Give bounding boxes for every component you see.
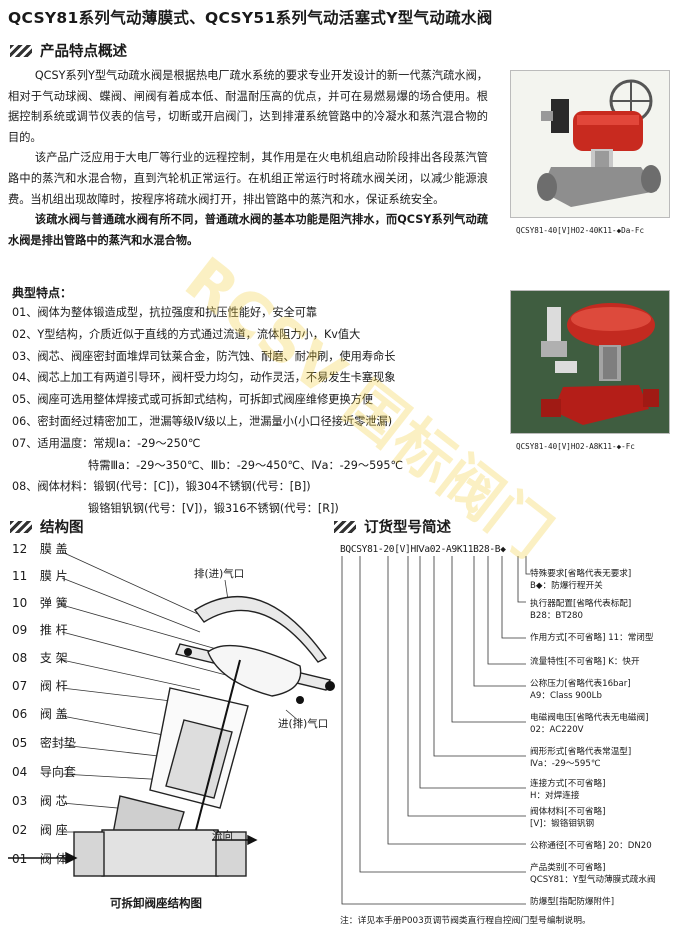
feature-item: 07、适用温度：常规Ⅰa：-29～250℃ [12,436,201,450]
section-slash-icon [10,44,32,57]
order-item: 防爆型[指配防爆附件] [530,897,615,907]
feature-item: 03、阀芯、阀座密封面堆焊司钛莱合金，防汽蚀、耐磨、耐冲刷，使用寿命长 [12,349,396,363]
structure-heading: 结构图 [10,516,84,537]
feature-item: 01、阀体为整体锻造成型，抗拉强度和抗压性能好，安全可靠 [12,306,318,319]
order-item: 作用方式[不可省略] 11：常闭型 [530,633,654,643]
part-label: 05 密封垫 [12,736,76,750]
flow-direction-label: 流向 [212,830,233,842]
order-code-leaders [341,556,530,905]
features-heading: 典型特点： [12,286,73,300]
order-item: 公称通径[不可省略] 20：DN20 [530,841,652,851]
order-item: 电磁阀电压[省略代表无电磁阀]02：AC220V [530,713,649,735]
part-label: 08 支 架 [12,651,68,665]
order-item: 阀体材料[不可省略][V]：锻铬钼钒钢 [530,807,606,829]
diagram-caption: 可拆卸阀座结构图 [110,896,202,910]
order-item: 阀形形式[省略代表常温型]Ⅳa：-29～595℃ [530,747,632,769]
feature-item: 05、阀座可选用整体焊接式或可拆卸式结构，可拆卸式阀座维修更换方便 [12,393,374,407]
order-item: 特殊要求[省略代表无要求]B◆：防爆行程开关 [530,569,632,591]
feature-item: 特需Ⅲa：-29～350℃、Ⅲb：-29～450℃、Ⅳa：-29～595℃ [88,458,404,472]
order-item: 产品类别[不可省略]QCSY81：Y型气动薄膜式疏水阀 [530,863,656,885]
photo-caption-1: QCSY81-40[V]HO2-40K11-◆Da-Fc [516,226,645,235]
structure-heading-text: 结构图 [40,520,84,536]
feature-item: 04、阀芯上加工有两道引导环，阀杆受力均匀，动作灵活，不易发生卡塞现象 [12,371,396,385]
overview-paragraph-2: 该产品广泛应用于大电厂等行业的远程控制，其作用是在火电机组启动阶段排出各段蒸汽管… [8,151,488,206]
exhaust-in-label: 排(进)气口 [194,568,245,580]
feature-item: 06、密封面经过精密加工，泄漏等级Ⅳ级以上，泄漏量小(小口径接近零泄漏) [12,414,393,428]
valve-photo-2-icon [511,291,669,433]
overview-heading-text: 产品特点概述 [40,44,127,60]
product-photo-2 [510,290,670,434]
part-label: 04 导向套 [12,765,76,779]
part-label: 12 膜 盖 [12,542,68,556]
page-title: QCSY81系列气动薄膜式、QCSY51系列气动活塞式Y型气动疏水阀 [8,9,493,27]
valve-photo-1-icon [511,71,669,217]
order-heading-text: 订货型号简述 [364,520,451,536]
part-label: 02 阀 座 [12,823,68,837]
overview-heading: 产品特点概述 [10,40,127,61]
footnote: 注：详见本手册P003页调节阀类直行程自控阀门型号编制说明。 [340,916,591,926]
order-item: 流量特性[不可省略] K：快开 [530,657,640,667]
part-label: 06 阀 盖 [12,707,68,721]
exhaust-out-label: 进(排)气口 [278,718,329,730]
order-code: BQCSY81-20[V]HⅣa02-A9K11B28-B◆ [340,544,506,555]
feature-item: 锻铬钼钒钢(代号：[V])，锻316不锈钢(代号：[R]) [88,502,339,516]
order-item: 连接方式[不可省略]H：对焊连接 [530,779,606,801]
part-label: 01 阀 体 [12,852,68,866]
feature-item: 08、阀体材料：锻钢(代号：[C])，锻304不锈钢(代号：[B]) [12,480,311,494]
overview-text: QCSY系列Y型气动疏水阀是根据热电厂疏水系统的要求专业开发设计的新一代蒸汽疏水… [8,66,488,251]
structure-diagram [8,551,335,877]
order-item: 执行器配置[省略代表标配]B28：BT280 [530,599,632,621]
order-item: 公称压力[省略代表16bar]A9：Class 900Lb [530,679,631,701]
section-slash-icon [10,520,32,533]
overview-paragraph-1: QCSY系列Y型气动疏水阀是根据热电厂疏水系统的要求专业开发设计的新一代蒸汽疏水… [8,69,488,144]
part-label: 10 弹 簧 [12,596,68,610]
product-photo-1 [510,70,670,218]
section-slash-icon [334,520,356,533]
part-label: 07 阀 杆 [12,679,68,693]
features-list: 01、阀体为整体锻造成型，抗拉强度和抗压性能好，安全可靠 02、Y型结构，介质近… [12,302,502,520]
order-heading: 订货型号简述 [334,516,451,537]
part-label: 03 阀 芯 [12,794,68,808]
part-label: 09 推 杆 [12,623,68,637]
feature-item: 02、Y型结构，介质近似于直线的方式通过流道，流体阻力小，Kv值大 [12,327,361,341]
overview-paragraph-3: 该疏水阀与普通疏水阀有所不同，普通疏水阀的基本功能是阻汽排水，而QCSY系列气动… [8,213,488,247]
photo-caption-2: QCSY81-40[V]HO2-A8K11-◆-Fc [516,442,635,451]
part-label: 11 膜 片 [12,569,68,583]
